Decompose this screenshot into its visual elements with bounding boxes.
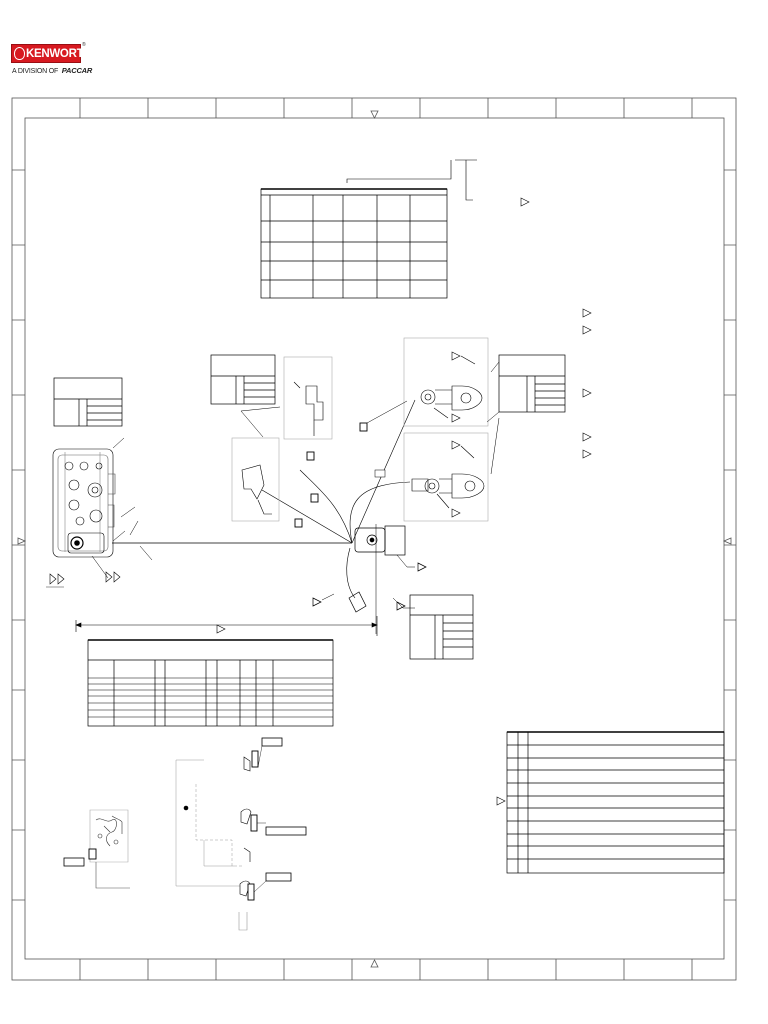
overall-length-dimension — [75, 616, 378, 636]
top-table — [260, 188, 448, 299]
note-flag-icon — [451, 440, 461, 450]
note-flag-icon — [451, 351, 461, 361]
cable-routing-view — [175, 759, 242, 887]
note-flag-icon — [582, 449, 592, 459]
note-flag-icon — [451, 508, 461, 518]
installation-detail — [63, 737, 307, 931]
left-center-arrow-icon — [17, 537, 27, 545]
note-flags — [496, 308, 592, 806]
ring-terminal-icon — [460, 392, 472, 404]
battery-terminal-icon — [70, 536, 84, 550]
item-balloons — [294, 422, 386, 528]
table-callout-leaders — [240, 361, 500, 475]
note-flag-icon — [216, 624, 226, 634]
detail-panel-connector-a — [283, 356, 333, 440]
item-balloon — [250, 814, 258, 832]
junction-stud-icon — [366, 534, 378, 546]
note-flag-icon — [113, 571, 121, 583]
ring-terminal-icon — [464, 480, 476, 492]
kenworth-emblem-icon — [14, 47, 25, 60]
bottom-center-arrow-icon — [370, 959, 379, 968]
note-flag-icon — [582, 325, 592, 335]
note-flag-icon — [49, 573, 57, 585]
outer-frame — [11, 97, 737, 981]
registered-mark: ® — [82, 42, 86, 48]
fuse-holder — [384, 525, 406, 556]
note-flag-icon — [520, 197, 530, 207]
inner-frame — [24, 117, 725, 960]
note-flag-icon — [496, 796, 506, 806]
item-balloon — [294, 518, 303, 528]
drawing-border — [11, 97, 737, 981]
mounting-bracket-view — [89, 809, 130, 889]
clip-point-icon — [183, 805, 189, 811]
fuse-pack — [348, 591, 367, 613]
division-line: A DIVISION OF PACCAR — [12, 66, 92, 75]
battery-note-flags — [46, 571, 121, 588]
main-harness — [112, 399, 416, 599]
harness-branch-lower — [261, 489, 353, 544]
callout-label-box — [265, 826, 307, 836]
harness-branch-down — [346, 547, 356, 599]
harness-branch-right — [349, 481, 411, 544]
callout-label-box — [261, 737, 283, 747]
centering-marks — [17, 110, 732, 968]
callout-label-box — [265, 872, 292, 882]
callout-label-box — [63, 857, 85, 867]
detail-panel-connector-b — [231, 437, 280, 522]
kenworth-logo-badge: KENWORTH — [11, 44, 92, 63]
item-balloon — [359, 422, 368, 432]
item-balloon — [88, 848, 97, 860]
connector-table-bottom — [409, 594, 474, 660]
division-prefix: A DIVISION OF — [12, 68, 59, 75]
item-balloon — [247, 883, 255, 901]
item-balloon — [251, 750, 259, 768]
junction-block — [312, 524, 427, 634]
top-center-arrow-icon — [370, 110, 379, 119]
note-flag-icon — [105, 571, 113, 583]
note-flag-icon — [417, 562, 427, 572]
connector-table-mid — [210, 354, 276, 405]
logo-wordmark: KENWORTH — [26, 48, 92, 60]
note-flag-icon — [582, 308, 592, 318]
item-balloon — [306, 451, 315, 461]
top-note-leader — [346, 159, 530, 207]
connector-table-right — [498, 354, 566, 413]
detail-panel-ring-terminal-upper — [366, 337, 489, 427]
note-flag-icon — [312, 597, 322, 607]
note-flag-icon — [396, 601, 406, 611]
kenworth-logo: KENWORTH ® A DIVISION OF PACCAR — [11, 42, 92, 80]
note-flag-icon — [57, 573, 65, 585]
harness-branch-mid — [299, 469, 353, 544]
note-flag-icon — [582, 388, 592, 398]
circuit-table — [87, 639, 334, 727]
connector-table-left — [53, 377, 123, 427]
connector-callouts — [238, 756, 252, 931]
parent-company: PACCAR — [61, 66, 93, 75]
item-balloon — [310, 493, 319, 503]
note-flag-icon — [582, 432, 592, 442]
detail-panel-ring-terminal-lower — [403, 432, 489, 522]
battery-module-assembly — [52, 437, 136, 579]
right-center-arrow-icon — [722, 537, 732, 545]
bom-table — [506, 731, 725, 874]
item-balloon — [374, 469, 386, 478]
note-flag-icon — [451, 413, 461, 423]
